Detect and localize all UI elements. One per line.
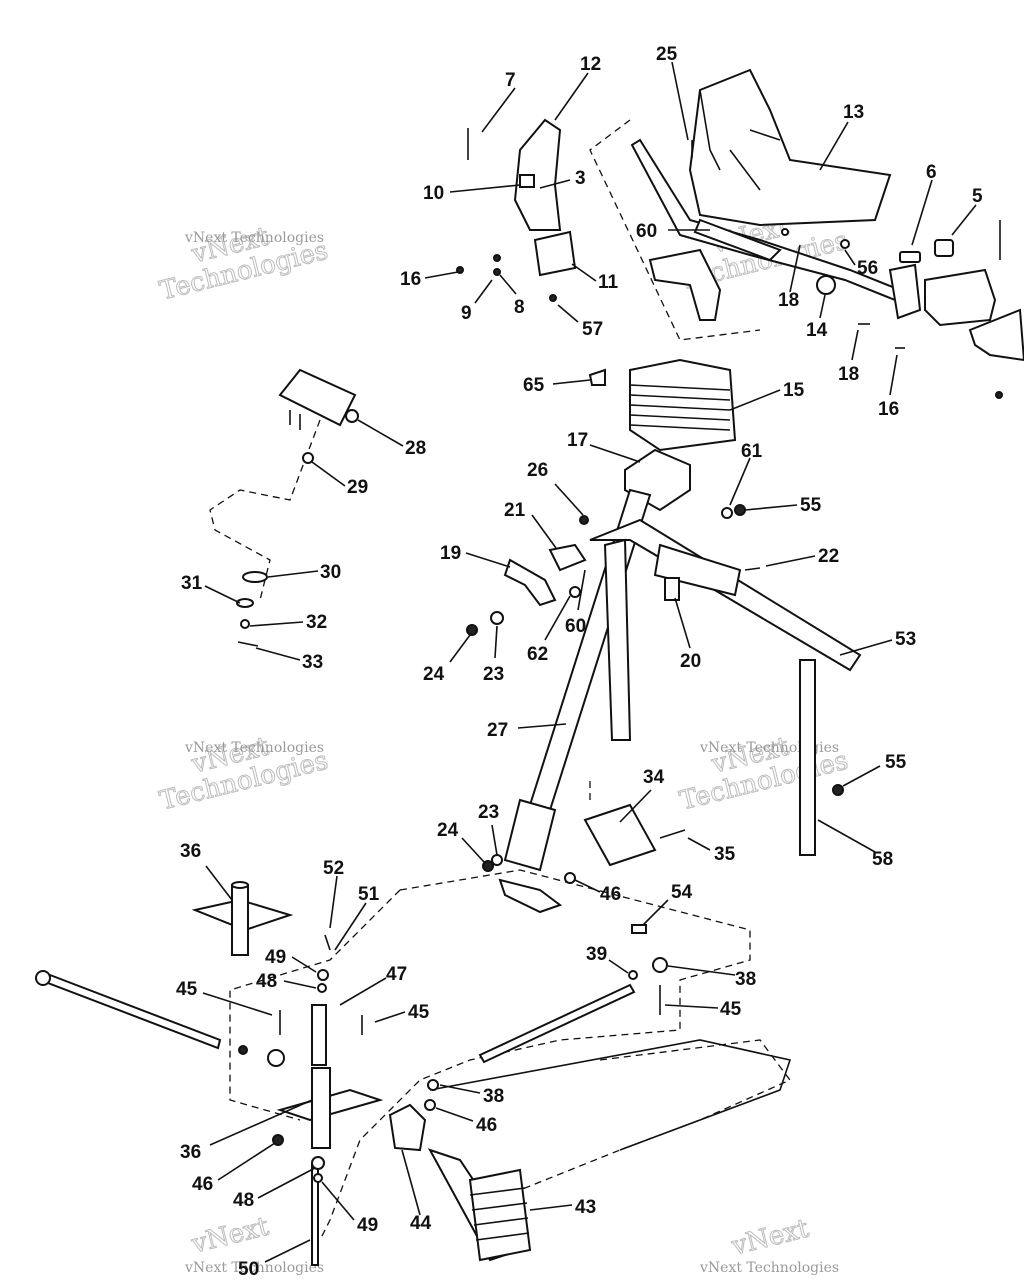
callout-label: 12 (580, 54, 601, 75)
callout-label: 39 (586, 944, 607, 965)
callout-label: 51 (358, 884, 380, 905)
callout-label: 24 (437, 820, 459, 841)
callout-label: 46 (192, 1174, 213, 1195)
callout-label: 60 (636, 221, 657, 242)
callout-label: 45 (176, 979, 198, 1000)
callout-label: 30 (320, 562, 341, 583)
callout-label: 33 (302, 652, 323, 673)
callout-label: 16 (878, 399, 899, 420)
callout-label: 25 (656, 44, 678, 65)
callout-label: 58 (872, 849, 893, 870)
callout-label: 23 (483, 664, 504, 685)
plate (583, 803, 686, 867)
callout-label: 50 (238, 1259, 259, 1280)
callout-label: 14 (806, 320, 828, 341)
callout-label: 61 (741, 441, 763, 462)
callout-label: 35 (714, 844, 736, 865)
callout-label: 44 (410, 1213, 432, 1234)
callout-label: 53 (895, 629, 916, 650)
callout-label: 36 (180, 1142, 201, 1163)
callout-label: 11 (598, 272, 619, 293)
callout-label: 27 (487, 720, 508, 741)
callout-label: 57 (582, 319, 603, 340)
callout-label: 19 (440, 543, 461, 564)
callout-label: 65 (523, 375, 545, 396)
callout-label: 34 (643, 767, 665, 788)
callout-label: 17 (567, 430, 588, 451)
callout-label: 5 (972, 186, 983, 207)
watermark-vnext: vNext (188, 1212, 272, 1260)
callout-label: 56 (857, 258, 878, 279)
control-lever (456, 118, 577, 302)
callout-label: 20 (680, 651, 701, 672)
callout-label: 55 (885, 752, 907, 773)
callout-label: 48 (233, 1190, 254, 1211)
callout-label: 55 (800, 495, 822, 516)
watermark-vnext: vNext (728, 1214, 812, 1262)
callout-label: 3 (575, 168, 586, 189)
spindle (191, 881, 384, 1266)
callout-label: 22 (818, 546, 839, 567)
callout-label: 48 (256, 971, 277, 992)
callout-label: 18 (778, 290, 799, 311)
callout-label: 54 (671, 882, 693, 903)
callout-label: 15 (783, 380, 805, 401)
callout-label: 8 (514, 297, 525, 318)
callout-label: 49 (357, 1215, 378, 1236)
callout-label: 23 (478, 802, 499, 823)
callout-label: 46 (600, 884, 621, 905)
lower-boot (388, 1103, 532, 1262)
callout-label: 31 (181, 573, 203, 594)
callout-label: 10 (423, 183, 444, 204)
watermark-text: vNext Technologies (184, 230, 324, 246)
callout-label: 29 (347, 477, 368, 498)
callout-label: 36 (180, 841, 201, 862)
watermark-text: vNext Technologies (699, 740, 839, 756)
callout-label: 32 (306, 612, 327, 633)
callout-label: 28 (405, 438, 426, 459)
callout-label: 60 (565, 616, 586, 637)
watermark-text: vNext Technologies (184, 1260, 324, 1276)
watermark-text: vNext Technologies (699, 1260, 839, 1276)
callout-label: 52 (323, 858, 344, 879)
callout-label: 21 (504, 500, 526, 521)
callout-label: 62 (527, 644, 548, 665)
boot (588, 358, 737, 512)
bracket (466, 543, 587, 636)
callout-label: 38 (735, 969, 756, 990)
callout-label: 18 (838, 364, 859, 385)
callout-label: 13 (843, 102, 864, 123)
frame-bar (589, 504, 862, 856)
lap-bar-pivot (816, 220, 1024, 362)
callout-label: 7 (505, 70, 516, 91)
callout-label: 47 (386, 964, 407, 985)
callout-label: 16 (400, 269, 421, 290)
callout-label: 24 (423, 664, 445, 685)
fasteners (238, 140, 1003, 1183)
chassis-outline (229, 119, 792, 1241)
callout-label: 43 (575, 1197, 596, 1218)
callout-label: 26 (527, 460, 548, 481)
callout-label: 46 (476, 1115, 497, 1136)
control-box (209, 368, 359, 647)
watermark-text: vNext Technologies (184, 740, 324, 756)
callout-label: 45 (408, 1002, 430, 1023)
callout-label: 9 (461, 303, 472, 324)
callout-label: 45 (720, 999, 742, 1020)
callout-label: 49 (265, 947, 286, 968)
leader-lines (202, 61, 977, 1263)
callout-labels: 7 12 25 13 6 5 10 3 60 16 9 8 11 18 14 5… (176, 44, 983, 1280)
seat (688, 68, 892, 227)
callout-label: 38 (483, 1086, 504, 1107)
callout-label: 6 (926, 162, 937, 183)
